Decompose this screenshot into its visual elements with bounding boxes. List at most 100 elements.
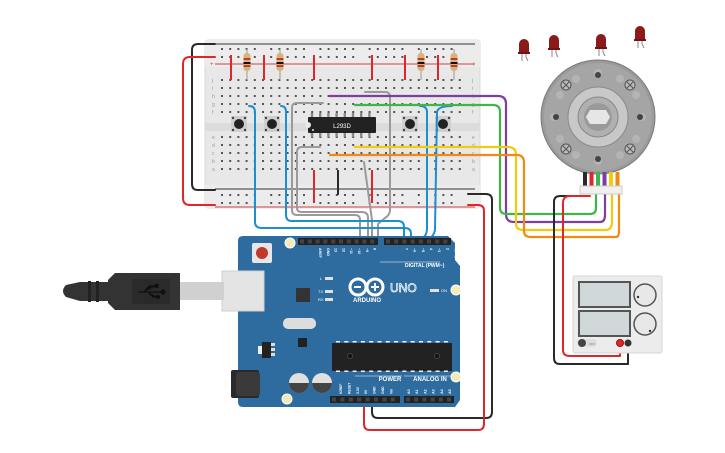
digital-header [298, 238, 451, 245]
led-red[interactable] [548, 35, 560, 58]
row-label: i [472, 86, 473, 92]
digital-pin-label: 2 [445, 248, 449, 250]
wire-purple[interactable] [328, 94, 607, 224]
resistor[interactable] [417, 49, 425, 80]
row-label: d [212, 143, 215, 149]
led-red[interactable] [595, 34, 607, 57]
wire-gray[interactable] [296, 146, 369, 241]
voltage-knob[interactable] [633, 283, 657, 307]
current-display [578, 310, 631, 337]
power-supply[interactable]: OFF [572, 275, 663, 354]
digital-pin-label: ~6 [413, 248, 417, 252]
rx-label: RX [318, 297, 324, 302]
wire-red[interactable] [182, 56, 216, 206]
power-pin-label: IOREF [339, 384, 343, 394]
motor-hole [595, 156, 601, 162]
digital-pin-label: 12 [341, 248, 345, 252]
analog-label: ANALOG IN [413, 377, 447, 383]
l-led-label: L [320, 276, 323, 281]
wire-blue[interactable] [418, 105, 428, 241]
digital-pin-label: GND [326, 248, 330, 256]
wire-black[interactable] [191, 43, 216, 191]
wire-gray[interactable] [291, 102, 361, 241]
wire-blue[interactable] [280, 105, 405, 241]
power-pin-label: 5V [364, 389, 368, 394]
resistor[interactable] [450, 49, 458, 80]
usb-port [221, 270, 265, 312]
voltage-display [578, 281, 631, 308]
current-knob[interactable] [633, 312, 657, 336]
on-led [430, 289, 439, 292]
led-red[interactable] [518, 39, 530, 62]
row-label: c [212, 151, 215, 157]
power-label: POWER [379, 377, 402, 383]
resistors [243, 49, 458, 80]
dc-motor[interactable] [540, 59, 656, 195]
analog-pin-label: A4 [440, 389, 444, 394]
l-led [325, 277, 333, 280]
wire-black[interactable] [371, 193, 493, 419]
arduino-logo [348, 277, 385, 297]
row-label: b [212, 159, 215, 165]
wire-green[interactable] [353, 103, 598, 216]
row-label: f [212, 110, 214, 116]
power-pin-label: Vin [389, 389, 393, 394]
wires[interactable] [182, 43, 629, 431]
l293d-ic[interactable]: L293D [305, 113, 376, 137]
row-label: e [212, 135, 215, 141]
top-rail-plus-label-right: + [472, 62, 476, 68]
power-header [330, 396, 400, 403]
reset-button-cap [256, 247, 268, 259]
wire-orange[interactable] [328, 153, 621, 239]
wire-gray[interactable] [364, 91, 391, 241]
usb-chip [296, 288, 310, 302]
top-rail-plus-label: + [210, 62, 214, 68]
row-label: f [472, 110, 474, 116]
pushbutton[interactable] [231, 116, 247, 132]
usb-icon [138, 283, 166, 300]
resistor[interactable] [243, 49, 251, 80]
arduino-model: UNO [390, 281, 417, 295]
wire-black[interactable] [553, 195, 629, 365]
digital-pin-label: RX←0 [462, 248, 466, 259]
voltage-regulator [262, 342, 271, 358]
usb-cable[interactable] [63, 273, 224, 310]
analog-pin-label: A0 [407, 389, 411, 394]
negative-terminal[interactable] [624, 339, 632, 347]
row-label: j [471, 78, 473, 84]
ic-body [308, 117, 376, 133]
digital-pin-label: 13 [334, 248, 338, 252]
resistor[interactable] [276, 49, 284, 80]
digital-pin-label: ~10 [357, 248, 361, 254]
wire-red[interactable] [562, 195, 621, 357]
wire-blue[interactable] [248, 105, 412, 241]
rail-jumpers [230, 55, 439, 203]
capacitor [312, 373, 332, 393]
wire-red[interactable] [363, 204, 485, 431]
digital-pin-label: 4 [429, 248, 433, 250]
pushbutton[interactable] [402, 116, 418, 132]
motor-connector [579, 185, 623, 195]
row-label: h [212, 94, 215, 100]
power-pin-label: 3.3V [356, 386, 360, 394]
led-red[interactable] [634, 26, 646, 49]
digital-pin-label: AREF [318, 248, 322, 259]
capacitor [289, 373, 309, 393]
tx-label: TX [318, 289, 323, 294]
digital-pin-label: ~9 [365, 248, 369, 252]
motor-hole [595, 72, 601, 78]
row-label: a [212, 167, 215, 173]
analog-pin-label: A5 [448, 389, 452, 394]
positive-terminal[interactable] [616, 339, 624, 347]
analog-pin-label: A3 [432, 389, 436, 394]
wire-yellow[interactable] [353, 145, 614, 232]
power-pin-label: GND [373, 386, 377, 394]
digital-pin-label: 8 [373, 248, 377, 250]
digital-pin-label: ~11 [349, 248, 353, 254]
digital-pin-label: ~3 [437, 248, 441, 252]
pushbutton[interactable] [264, 116, 280, 132]
rx-led [325, 298, 333, 301]
row-label: j [211, 78, 213, 84]
